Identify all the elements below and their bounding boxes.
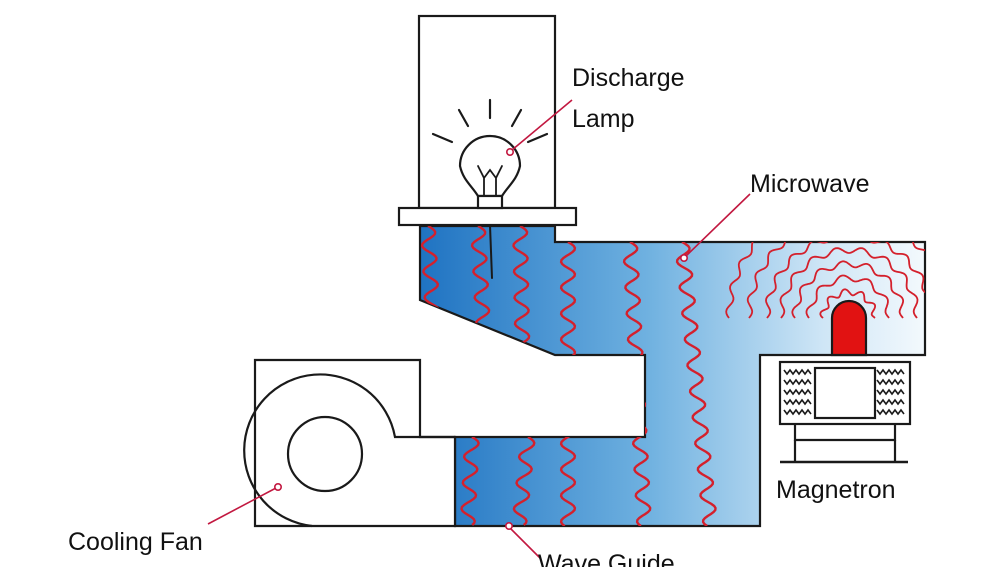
magnetron-icon [778,299,912,464]
magnetron-wave-arc [746,226,925,319]
discharge-lamp-label-line1: Discharge [572,64,685,92]
magnetron-fin [876,398,905,406]
light-bulb-icon [431,98,549,279]
microwave-wave-line [512,435,536,526]
magnetron-fin [876,388,905,396]
wave-guide-body [418,224,927,528]
magnetron-wave-arc [779,247,919,319]
cooling-fan-label: Cooling Fan [68,528,203,556]
microwave-wave-line [460,435,480,526]
microwave-wave-line [675,240,717,526]
discharge-lamp-label: Discharge Lamp [572,58,685,139]
magnetron-fin [876,408,905,416]
discharge-lamp-label-line2: Lamp [572,104,635,133]
magnetron-wave-arc [805,274,890,319]
magnetron-fin [783,398,812,406]
magnetron-fin [876,378,905,386]
magnetron-fin [783,368,812,376]
magnetron-fin [783,378,812,386]
magnetron-fin [876,368,905,376]
leader-lines [207,99,751,559]
magnetron-wave-arc [725,226,925,319]
microwave-wave-line [512,226,531,361]
microwave-label: Microwave [750,170,870,198]
magnetron-wave-arc [819,288,876,319]
magnetron-fin [783,388,812,396]
magnetron-wave-arc [791,260,904,319]
wave-guide-label: Wave Guide [538,550,675,567]
magnetron-fin [783,408,812,416]
microwave-wave-line [470,226,492,341]
microwave-waves [420,226,925,526]
cooling-fan-icon [243,358,457,528]
magnetron-label: Magnetron [776,476,896,504]
